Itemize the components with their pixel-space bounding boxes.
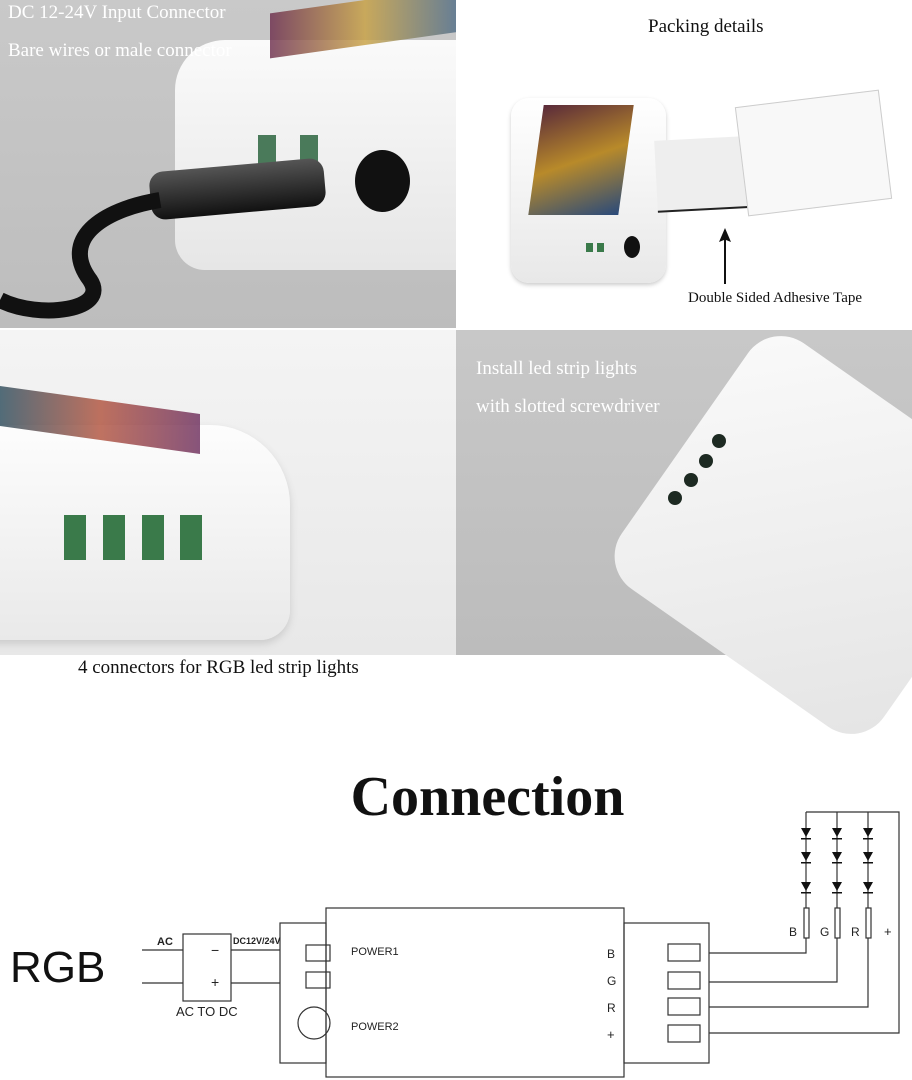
led-icon	[863, 882, 873, 894]
controller-body	[175, 40, 465, 270]
led-icon	[801, 852, 811, 864]
led-icon	[863, 852, 873, 864]
terminal	[597, 243, 604, 252]
screw-terminal	[699, 454, 713, 468]
cable	[0, 192, 162, 319]
led-icon	[832, 852, 842, 864]
screw-terminal	[668, 491, 682, 505]
photo-rgb-connectors	[0, 330, 456, 655]
dc-jack	[297, 1006, 331, 1040]
arrow-up-icon	[719, 228, 731, 284]
converter-label: AC TO DC	[176, 1004, 238, 1019]
resistor	[834, 907, 841, 939]
output-label-g: G	[607, 974, 616, 988]
right-flange	[623, 922, 710, 1064]
strip-label-r: R	[851, 925, 860, 939]
output-label-plus: +	[607, 1027, 615, 1042]
output-terminal-r	[667, 997, 701, 1016]
photo-packing-details: Packing details Double Sided Adhesive Ta…	[456, 0, 912, 328]
led-icon	[832, 828, 842, 840]
wire-r	[709, 938, 869, 1008]
output-label-r: R	[607, 1001, 616, 1015]
input-caption-line2: Bare wires or male connector	[8, 40, 232, 61]
tape-label: Double Sided Adhesive Tape	[688, 290, 863, 306]
controller-box	[325, 907, 625, 1078]
strip-label-b: B	[789, 925, 797, 939]
terminal	[64, 515, 86, 560]
wire-plus	[709, 811, 900, 1034]
output-terminal-b	[667, 943, 701, 962]
dc-label: DC12V/24V	[233, 936, 281, 946]
terminal	[586, 243, 593, 252]
screw-terminal	[712, 434, 726, 448]
input-caption-line1: DC 12-24V Input Connector	[8, 2, 226, 23]
plus-label: +	[211, 974, 219, 990]
led-icon	[863, 828, 873, 840]
strip-label-g: G	[820, 925, 829, 939]
left-flange	[279, 922, 327, 1064]
connectors-caption: 4 connectors for RGB led strip lights	[78, 657, 359, 678]
wire-b	[709, 938, 807, 954]
resistor	[803, 907, 810, 939]
led-diodes	[801, 828, 873, 894]
controller-label	[528, 105, 634, 215]
strip-label-plus: +	[884, 924, 892, 939]
ac-dc-converter	[182, 933, 232, 1002]
resistor	[865, 907, 872, 939]
ac-label: AC	[157, 936, 173, 948]
dc-jack	[624, 236, 640, 258]
power2-label: POWER2	[351, 1021, 399, 1033]
install-caption-line1: Install led strip lights	[476, 358, 637, 379]
install-caption-line2: with slotted screwdriver	[476, 396, 660, 417]
photo-input-connector: DC 12-24V Input Connector Bare wires or …	[0, 0, 465, 328]
photo-install: Install led strip lights with slotted sc…	[456, 320, 912, 750]
wire-g	[709, 938, 838, 983]
user-manual	[734, 89, 893, 217]
output-label-b: B	[607, 947, 615, 961]
minus-label: −	[211, 942, 219, 958]
screw-terminal	[684, 473, 698, 487]
power-terminal	[305, 971, 331, 989]
led-icon	[801, 882, 811, 894]
terminal	[103, 515, 125, 560]
led-icon	[832, 882, 842, 894]
rgb-label: RGB	[10, 943, 106, 992]
packing-title: Packing details	[648, 16, 764, 37]
terminal	[180, 515, 202, 560]
output-terminal-plus	[667, 1024, 701, 1043]
controller-body	[598, 320, 912, 750]
led-icon	[801, 828, 811, 840]
power-terminal	[305, 944, 331, 962]
terminal	[142, 515, 164, 560]
dc-jack	[355, 150, 410, 212]
wiring-diagram: AC − + DC12V/24V AC TO DC POWER1 POWER2 …	[142, 811, 900, 1078]
connection-title: Connection	[350, 766, 625, 828]
power1-label: POWER1	[351, 946, 399, 958]
output-terminal-g	[667, 971, 701, 990]
